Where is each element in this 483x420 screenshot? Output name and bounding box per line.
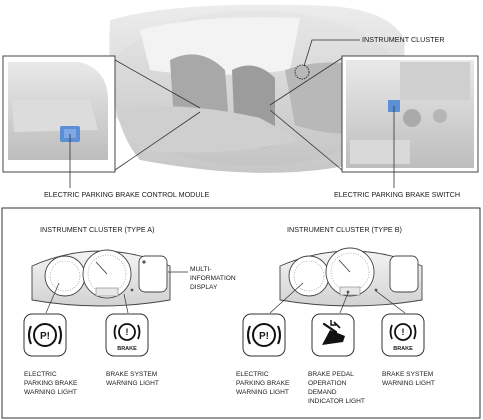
- brake-symbol-a: !: [126, 327, 129, 337]
- label-instrument-cluster: INSTRUMENT CLUSTER: [362, 35, 445, 44]
- epb-symbol-b: P!: [259, 331, 269, 342]
- type-b-title: INSTRUMENT CLUSTER (TYPE B): [287, 225, 402, 234]
- type-b-epb-line3: WARNING LIGHT: [236, 389, 289, 396]
- leader-lines: [69, 39, 395, 188]
- type-b-brake-warning-icon: ! BRAKE: [381, 313, 425, 357]
- brake-word-a: BRAKE: [117, 346, 137, 352]
- cluster-type-b: [279, 247, 423, 307]
- type-a-epb-line2: PARKING BRAKE: [24, 380, 78, 387]
- type-b-brake-line2: WARNING LIGHT: [382, 380, 435, 387]
- type-a-leaders: [45, 271, 188, 314]
- type-a-title: INSTRUMENT CLUSTER (TYPE A): [40, 225, 154, 234]
- cluster-frame: [1, 207, 481, 419]
- type-b-epb-warning-icon: P!: [242, 313, 286, 357]
- control-module-inset: [2, 55, 116, 173]
- type-b-epb-line1: ELECTRIC: [236, 371, 269, 378]
- type-b-pedal-line3: DEMAND: [308, 389, 337, 396]
- car-interior-illustration: [105, 4, 405, 173]
- type-b-leaders: [269, 282, 406, 314]
- epb-symbol-a: P!: [40, 331, 50, 342]
- switch-inset: [341, 55, 479, 173]
- mid-label-line3: DISPLAY: [190, 284, 218, 291]
- mid-label-line2: INFORMATION: [190, 275, 236, 282]
- type-b-brake-pedal-icon: [311, 313, 355, 357]
- type-a-epb-line1: ELECTRIC: [24, 371, 57, 378]
- mid-label-line1: MULTI-: [190, 266, 212, 273]
- type-b-epb-line2: PARKING BRAKE: [236, 380, 290, 387]
- label-switch: ELECTRIC PARKING BRAKE SWITCH: [334, 190, 460, 199]
- type-b-pedal-line1: BRAKE PEDAL: [308, 371, 354, 378]
- type-a-brake-warning-icon: ! BRAKE: [105, 313, 149, 357]
- type-a-epb-warning-icon: P!: [23, 313, 67, 357]
- type-a-brake-line1: BRAKE SYSTEM: [106, 371, 157, 378]
- cluster-type-a: [31, 249, 171, 307]
- type-b-pedal-line2: OPERATION: [308, 380, 347, 387]
- type-a-brake-line2: WARNING LIGHT: [106, 380, 159, 387]
- brake-symbol-b: !: [402, 327, 405, 337]
- type-a-epb-line3: WARNING LIGHT: [24, 389, 77, 396]
- label-control-module: ELECTRIC PARKING BRAKE CONTROL MODULE: [44, 190, 210, 199]
- brake-word-b: BRAKE: [393, 346, 413, 352]
- type-b-brake-line1: BRAKE SYSTEM: [382, 371, 433, 378]
- type-b-pedal-line4: INDICATOR LIGHT: [308, 398, 365, 405]
